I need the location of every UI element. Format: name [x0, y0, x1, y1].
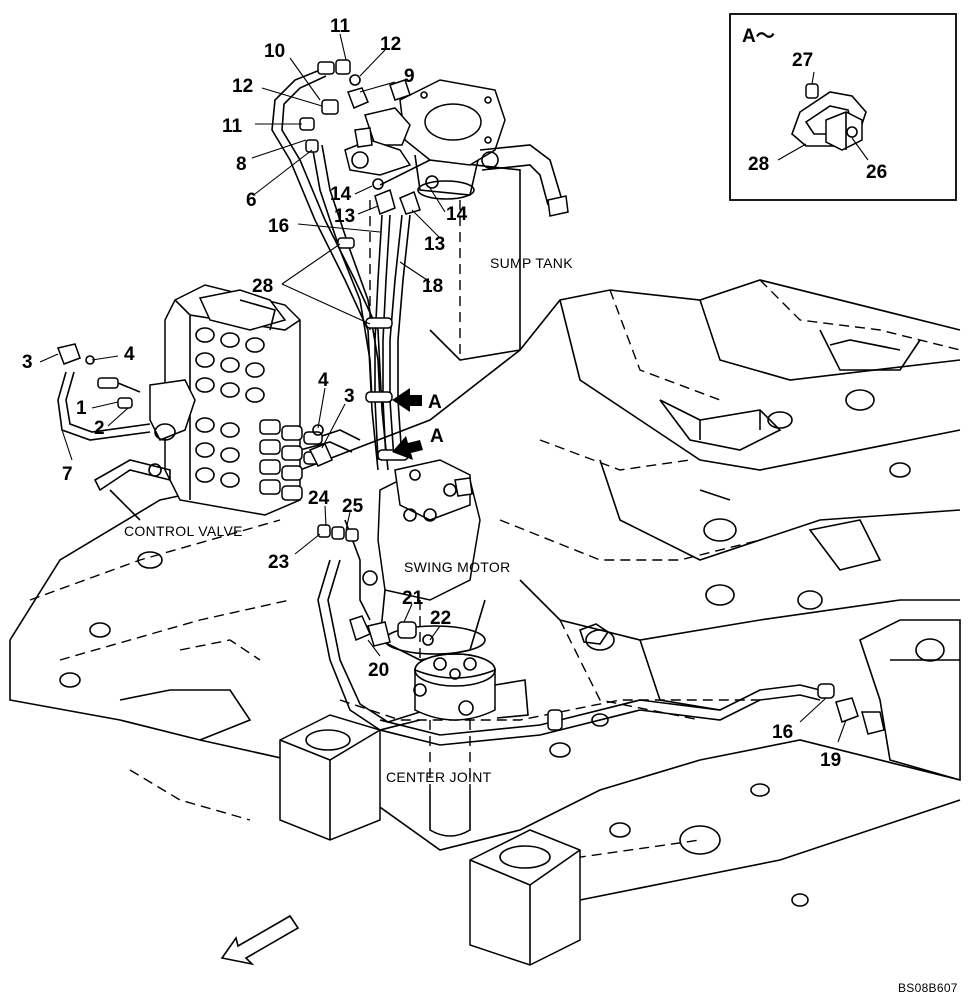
front-direction-arrow	[220, 914, 300, 966]
center-joint-label: CENTER JOINT	[386, 769, 492, 785]
callout-8: 8	[236, 154, 247, 175]
callout-2: 2	[94, 418, 105, 439]
sump-tank-label: SUMP TANK	[490, 255, 573, 271]
detail-a-box	[729, 13, 957, 201]
callout-16: 16	[268, 216, 289, 237]
callout-25: 25	[342, 496, 364, 517]
callout-11: 11	[222, 116, 243, 137]
callout-numbers: 11 12 10 9 12 11 8 6 14 13 14 13 16 18 2…	[22, 16, 887, 771]
pillar-blocks	[279, 714, 581, 966]
callout-26: 26	[866, 162, 887, 183]
sump-tank	[344, 79, 569, 361]
callout-1: 1	[76, 398, 87, 419]
callout-13: 13	[334, 206, 355, 227]
swing-motor-label: SWING MOTOR	[404, 559, 510, 575]
callout-19: 19	[820, 750, 841, 771]
callout-14: 14	[446, 204, 468, 225]
hoses	[57, 69, 821, 746]
callout-16: 16	[772, 722, 793, 743]
callout-21: 21	[402, 588, 424, 609]
control-valve-label: CONTROL VALVE	[124, 523, 243, 539]
callout-27: 27	[792, 50, 813, 71]
view-arrow-label-1: A	[428, 392, 442, 413]
callout-22: 22	[430, 608, 451, 629]
callout-13: 13	[424, 234, 445, 255]
callout-28: 28	[748, 154, 769, 175]
callout-9: 9	[404, 66, 415, 87]
callout-4: 4	[318, 370, 329, 391]
callout-20: 20	[368, 660, 389, 681]
view-arrows	[392, 388, 423, 460]
center-joint	[413, 653, 529, 837]
detail-a-title: A～	[742, 26, 775, 47]
leader-lines	[39, 33, 847, 743]
callout-6: 6	[246, 190, 257, 211]
callout-28: 28	[252, 276, 273, 297]
callout-12: 12	[380, 34, 401, 55]
callout-11: 11	[330, 16, 351, 37]
callout-12: 12	[232, 76, 253, 97]
callout-10: 10	[264, 41, 285, 62]
callout-3: 3	[22, 352, 33, 373]
callout-7: 7	[62, 464, 73, 485]
callout-4: 4	[124, 344, 135, 365]
callout-3: 3	[344, 386, 355, 407]
callout-14: 14	[330, 184, 352, 205]
callout-24: 24	[308, 488, 330, 509]
drawing-code: BS08B607	[898, 981, 958, 995]
callout-18: 18	[422, 276, 443, 297]
upper-frame	[9, 279, 961, 912]
view-arrow-label-2: A	[430, 426, 444, 447]
callout-23: 23	[268, 552, 289, 573]
control-valve	[93, 284, 323, 521]
